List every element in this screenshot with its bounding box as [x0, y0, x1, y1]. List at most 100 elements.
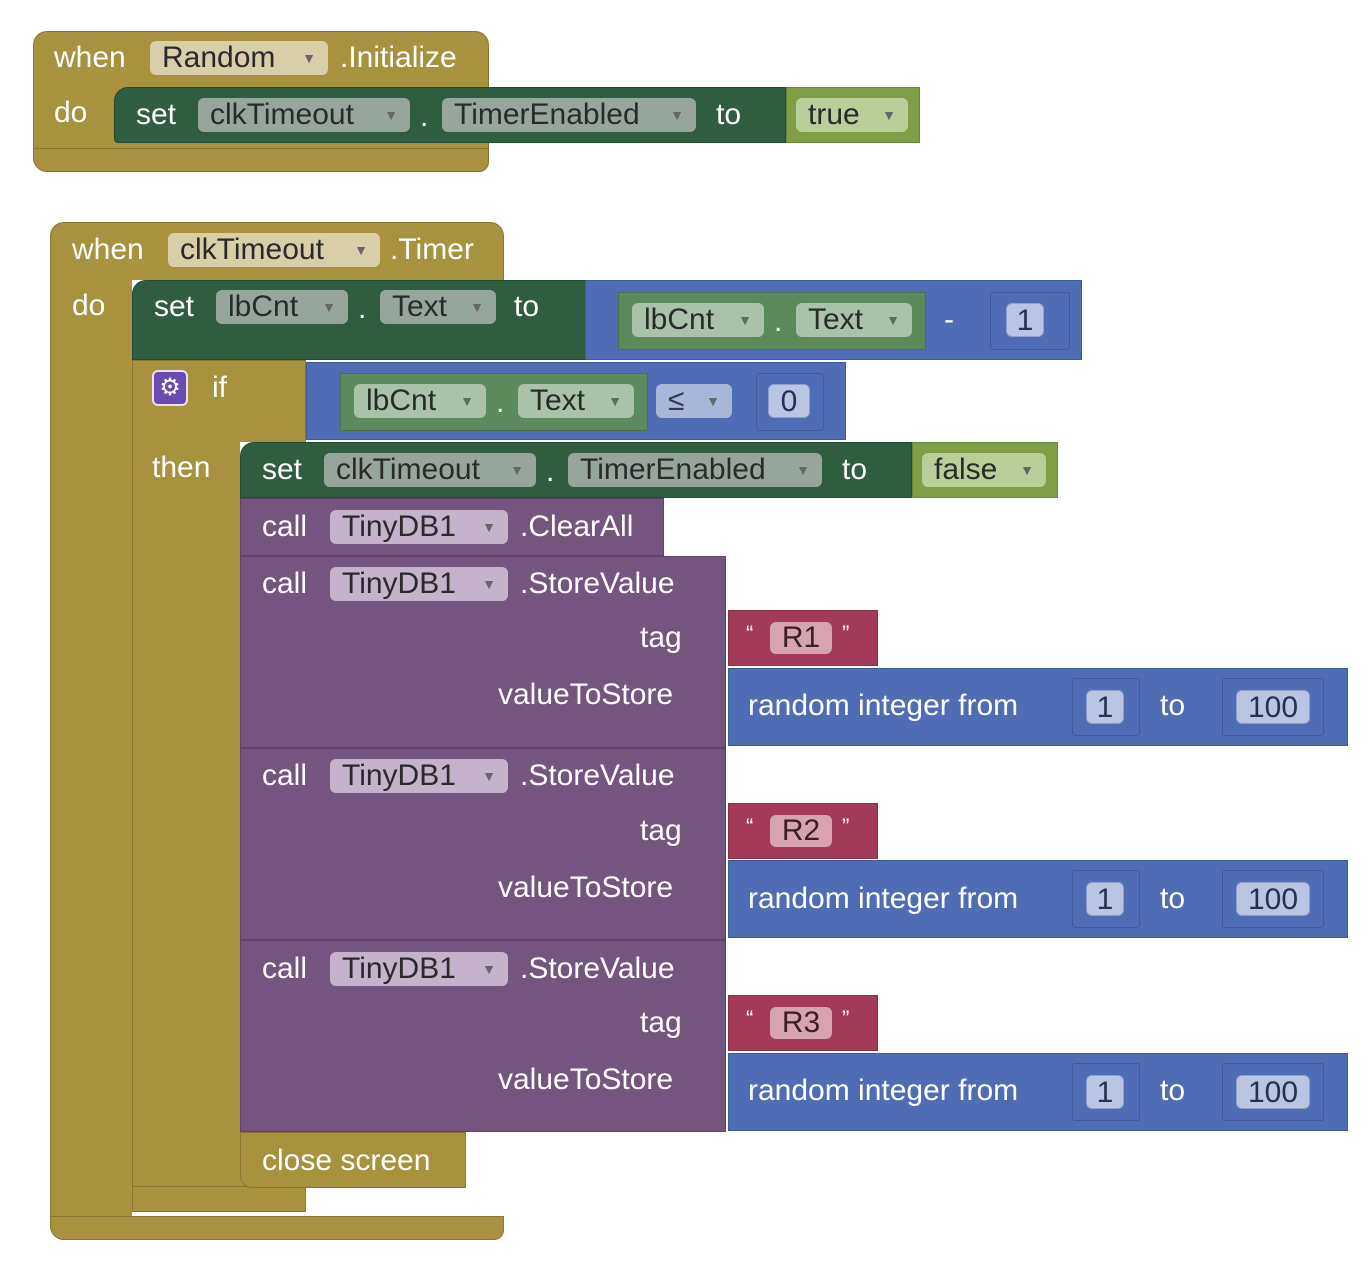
- chevron-down-icon: ▼: [882, 107, 896, 123]
- do-label: do: [54, 96, 88, 129]
- chevron-down-icon: ▼: [354, 242, 368, 258]
- dot-label: .: [358, 292, 367, 325]
- component-dropdown-lbcnt[interactable]: lbCnt▼: [216, 290, 348, 324]
- close-screen-block[interactable]: [240, 1132, 466, 1188]
- then-label: then: [152, 451, 211, 484]
- chevron-down-icon: ▼: [482, 768, 496, 784]
- value-to-store-label: valueToStore: [498, 871, 674, 904]
- chevron-down-icon: ▼: [670, 107, 684, 123]
- property-dropdown-timerenabled[interactable]: TimerEnabled▼: [568, 453, 822, 487]
- boolean-dropdown-true[interactable]: true▼: [796, 98, 908, 132]
- method-name: .StoreValue: [520, 952, 675, 985]
- dot-label: .: [774, 305, 783, 338]
- chevron-down-icon: ▼: [886, 312, 900, 328]
- open-quote: “: [746, 621, 754, 646]
- if-bottom-cap: [132, 1186, 306, 1212]
- to-label: to: [1160, 882, 1186, 915]
- set-counter-block[interactable]: [132, 280, 586, 360]
- set-label: set: [154, 290, 195, 323]
- number-field[interactable]: 1: [1006, 303, 1044, 337]
- open-quote: “: [746, 814, 754, 839]
- to-label: to: [1160, 1074, 1186, 1107]
- component-dropdown-tinydb1[interactable]: TinyDB1▼: [330, 567, 508, 601]
- number-block[interactable]: [1072, 678, 1140, 736]
- chevron-down-icon: ▼: [482, 961, 496, 977]
- number-field-from[interactable]: 1: [1086, 882, 1124, 916]
- chevron-down-icon: ▼: [706, 393, 720, 409]
- random-integer-label: random integer from: [748, 1074, 1019, 1107]
- method-name: .StoreValue: [520, 759, 675, 792]
- to-label: to: [1160, 689, 1186, 722]
- property-dropdown-text[interactable]: Text▼: [518, 384, 634, 418]
- component-dropdown-clktimeout[interactable]: clkTimeout▼: [324, 453, 536, 487]
- component-dropdown-clktimeout[interactable]: clkTimeout▼: [168, 233, 380, 267]
- number-field-to[interactable]: 100: [1236, 690, 1310, 724]
- operator-dropdown[interactable]: ≤▼: [656, 384, 732, 418]
- call-label: call: [262, 952, 308, 985]
- tag-label: tag: [640, 814, 682, 847]
- boolean-dropdown-false[interactable]: false▼: [922, 453, 1046, 487]
- random-integer-label: random integer from: [748, 882, 1019, 915]
- component-dropdown-tinydb1[interactable]: TinyDB1▼: [330, 759, 508, 793]
- chevron-down-icon: ▼: [796, 462, 810, 478]
- component-dropdown-tinydb1[interactable]: TinyDB1▼: [330, 510, 508, 544]
- event-name: .Initialize: [340, 41, 457, 74]
- component-dropdown-lbcnt[interactable]: lbCnt▼: [632, 303, 764, 337]
- open-quote: “: [746, 1006, 754, 1031]
- text-field[interactable]: R2: [770, 815, 832, 847]
- call-label: call: [262, 567, 308, 600]
- chevron-down-icon: ▼: [738, 312, 752, 328]
- method-name: .ClearAll: [520, 510, 634, 543]
- method-name: .StoreValue: [520, 567, 675, 600]
- initialize-event-bottom: [33, 148, 489, 172]
- to-label: to: [716, 98, 742, 131]
- component-dropdown-tinydb1[interactable]: TinyDB1▼: [330, 952, 508, 986]
- number-field-from[interactable]: 1: [1086, 1075, 1124, 1109]
- close-quote: ”: [842, 621, 850, 646]
- component-dropdown-random[interactable]: Random▼: [150, 41, 328, 75]
- to-label: to: [842, 453, 868, 486]
- tag-label: tag: [640, 1006, 682, 1039]
- close-screen-label: close screen: [262, 1144, 431, 1177]
- chevron-down-icon: ▼: [384, 107, 398, 123]
- set-label: set: [262, 453, 303, 486]
- property-dropdown-timerenabled[interactable]: TimerEnabled▼: [442, 98, 696, 132]
- call-label: call: [262, 510, 308, 543]
- number-field-to[interactable]: 100: [1236, 882, 1310, 916]
- when-label: when: [72, 233, 144, 266]
- component-dropdown-clktimeout[interactable]: clkTimeout▼: [198, 98, 410, 132]
- random-integer-label: random integer from: [748, 689, 1019, 722]
- text-field[interactable]: R1: [770, 622, 832, 654]
- event-name: .Timer: [390, 233, 474, 266]
- property-dropdown-text[interactable]: Text▼: [380, 290, 496, 324]
- value-to-store-label: valueToStore: [498, 1063, 674, 1096]
- dot-label: .: [546, 455, 555, 488]
- if-label: if: [212, 371, 227, 404]
- tag-label: tag: [640, 621, 682, 654]
- number-field-from[interactable]: 1: [1086, 690, 1124, 724]
- chevron-down-icon: ▼: [482, 576, 496, 592]
- close-quote: ”: [842, 1006, 850, 1031]
- gear-icon[interactable]: ⚙: [152, 370, 188, 406]
- dot-label: .: [496, 386, 505, 419]
- component-dropdown-lbcnt[interactable]: lbCnt▼: [354, 384, 486, 418]
- chevron-down-icon: ▼: [510, 462, 524, 478]
- value-to-store-label: valueToStore: [498, 678, 674, 711]
- number-block[interactable]: [1072, 1063, 1140, 1121]
- minus-operator: -: [944, 303, 954, 336]
- property-dropdown-text[interactable]: Text▼: [796, 303, 912, 337]
- text-field[interactable]: R3: [770, 1007, 832, 1039]
- when-label: when: [54, 41, 126, 74]
- number-field[interactable]: 0: [768, 384, 810, 418]
- to-label: to: [514, 290, 540, 323]
- dot-label: .: [420, 100, 429, 133]
- chevron-down-icon: ▼: [322, 299, 336, 315]
- set-label: set: [136, 98, 177, 131]
- timer-event-bottom: [50, 1216, 504, 1240]
- number-field-to[interactable]: 100: [1236, 1075, 1310, 1109]
- chevron-down-icon: ▼: [302, 50, 316, 66]
- number-block[interactable]: [756, 373, 824, 431]
- chevron-down-icon: ▼: [470, 299, 484, 315]
- do-label: do: [72, 289, 106, 322]
- chevron-down-icon: ▼: [460, 393, 474, 409]
